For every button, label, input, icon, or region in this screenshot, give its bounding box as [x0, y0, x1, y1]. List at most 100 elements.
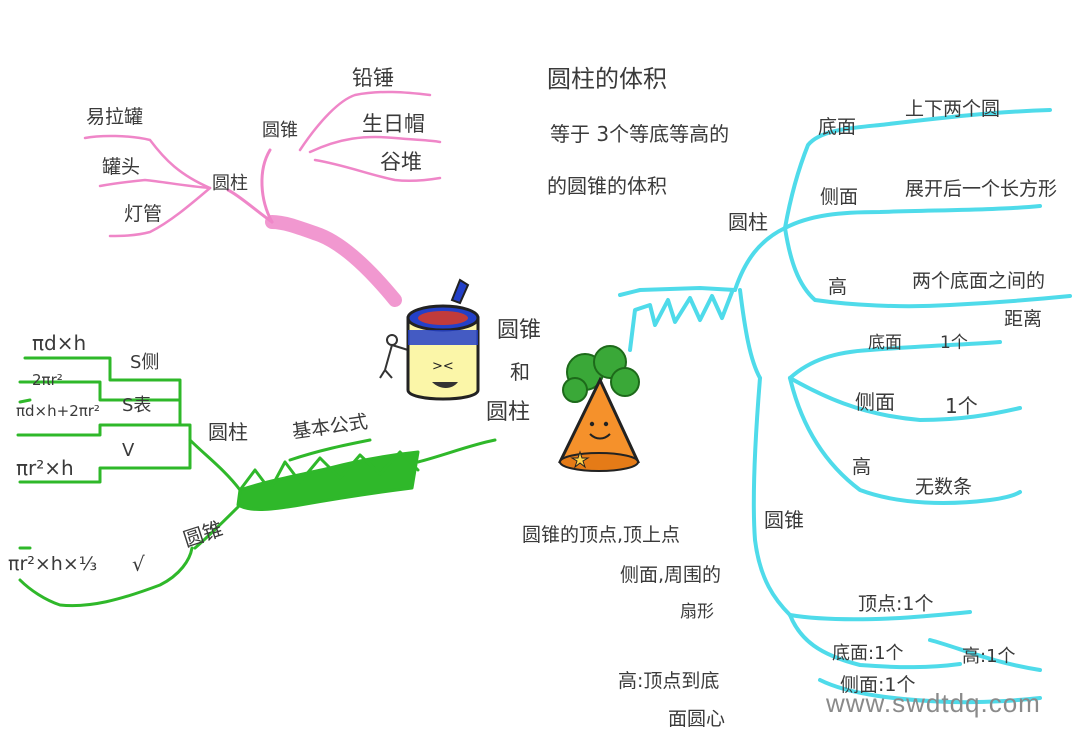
blue-cone-height-count: 无数条 — [915, 476, 973, 498]
can-band — [408, 330, 478, 345]
blue-cone-height — [788, 376, 1022, 505]
blue-cyl-base-label: 底面 — [818, 116, 857, 138]
pink-branch — [83, 90, 442, 307]
blue-cyl-side-label: 侧面 — [820, 186, 859, 208]
pink-twig-6 — [313, 158, 442, 183]
blue-cyl-height-desc-1: 两个底面之间的 — [912, 270, 1046, 292]
blue-cyl-height-label: 高 — [828, 276, 848, 298]
blue-link-center — [618, 286, 737, 297]
green-link-formula-root — [288, 438, 372, 462]
blue-zigzag — [628, 290, 734, 352]
cone-base — [559, 452, 639, 472]
tree-crown-3 — [610, 367, 640, 397]
pink-twig-2 — [98, 178, 212, 190]
green-cyl-formula-lines-2 — [16, 423, 182, 437]
can-mascot-icon: >< — [379, 278, 480, 401]
pink-cone-example-3: 谷堆 — [380, 150, 422, 174]
pink-cone-label: 圆锥 — [262, 120, 298, 141]
green-branch — [16, 356, 497, 608]
can-arm-2 — [384, 344, 393, 371]
pink-example-2: 罐头 — [102, 156, 141, 178]
blue-side-count: 侧面:1个 — [840, 674, 916, 696]
center-label-line1: 圆锥 — [497, 318, 542, 343]
cone-star — [570, 450, 590, 469]
cone-note-line3: 扇形 — [680, 602, 714, 622]
volume-note-line3: 的圆锥的体积 — [547, 174, 667, 198]
blue-height-count — [928, 638, 1042, 672]
blue-branch — [618, 108, 1072, 705]
blue-cone-side-label: 侧面 — [855, 390, 895, 414]
cone-note-line5: 面圆心 — [668, 708, 726, 730]
can-top-inner — [418, 311, 468, 325]
pink-twig-3 — [108, 186, 212, 238]
can-head — [386, 334, 398, 346]
blue-apex-label: 顶点:1个 — [858, 593, 934, 615]
blue-cylinder-label: 圆柱 — [728, 210, 768, 234]
volume-note-line2: 等于 3个等底等高的 — [550, 122, 730, 146]
green-formula-base-part: 2πr² — [32, 371, 63, 389]
blue-cone-label: 圆锥 — [764, 508, 804, 532]
pink-twig-5 — [308, 135, 442, 154]
blue-base-count: 底面:1个 — [832, 643, 904, 664]
green-formula-cyl-volume: πr²×h — [16, 456, 74, 480]
can-tab — [450, 278, 470, 305]
pink-example-3: 灯管 — [124, 203, 163, 225]
green-cylinder-label: 圆柱 — [208, 420, 248, 444]
blue-cone-height-label: 高 — [852, 456, 872, 478]
green-formula-surface: πd×h+2πr² — [16, 402, 100, 420]
blue-cone-base-label: 底面 — [868, 333, 902, 353]
pink-cylinder-label: 圆柱 — [212, 173, 248, 194]
cone-smile — [589, 433, 611, 440]
cone-tree-icon — [558, 345, 640, 472]
green-formula-cone-volume: πr²×h×⅓ — [8, 553, 98, 575]
green-link-cone — [193, 503, 242, 550]
volume-note-line1: 圆柱的体积 — [547, 65, 667, 93]
green-s-side-label: S侧 — [130, 352, 160, 373]
cone-note-line2: 侧面,周围的 — [620, 564, 722, 586]
green-formula-side: πd×h — [32, 331, 87, 355]
pink-cone-example-2: 生日帽 — [362, 112, 425, 136]
green-cyl-formula-lines — [18, 356, 192, 484]
cone-eye-2 — [603, 421, 609, 427]
pink-link-cylinder — [226, 188, 274, 224]
tree-crown-4 — [562, 377, 588, 403]
blue-side-count — [818, 678, 1042, 705]
green-link-to-center — [416, 438, 497, 464]
center-label-line3: 圆柱 — [486, 400, 531, 425]
green-link-cylinder — [188, 438, 242, 492]
green-zigzag-teeth — [238, 450, 420, 492]
pink-example-1: 易拉罐 — [86, 106, 144, 128]
green-v-label: V — [122, 440, 135, 461]
blue-cyl-side-desc: 展开后一个长方形 — [905, 178, 1058, 200]
can-leg — [379, 369, 386, 379]
can-arm — [391, 344, 409, 351]
watermark-text: www.swdtdq.com — [826, 688, 1041, 718]
blue-cone-base-count: 1个 — [940, 333, 968, 353]
blue-cone-side-count: 1个 — [945, 394, 978, 418]
cone-note-line4: 高:顶点到底 — [618, 670, 720, 692]
can-leg-2 — [384, 369, 393, 379]
cone-eye-1 — [589, 421, 595, 427]
pink-twig-4 — [298, 90, 432, 152]
can-mouth — [432, 382, 458, 388]
pink-trunk — [265, 215, 402, 307]
cone-note-line1: 圆锥的顶点,顶上点 — [522, 524, 681, 546]
green-s-surface-label: S表 — [122, 395, 152, 416]
center-label-line2: 和 — [510, 360, 530, 384]
blue-cone-side — [788, 376, 1022, 422]
pink-twig-1 — [83, 134, 212, 190]
blue-cyl-base — [783, 108, 1052, 230]
blue-base-count — [788, 613, 962, 670]
can-face: >< — [432, 359, 454, 374]
blue-cone-base — [788, 340, 1002, 380]
green-cone-formula-lines — [18, 546, 194, 608]
pink-link-cone — [260, 148, 274, 224]
blue-height-count: 高:1个 — [962, 646, 1016, 667]
blue-cyl-base-desc: 上下两个圆 — [905, 98, 1001, 120]
blue-main-spine — [733, 226, 792, 617]
green-cone-v-mark: √ — [132, 552, 145, 576]
blue-cyl-side — [783, 204, 1042, 230]
blue-cyl-height-desc-2: 距离 — [1004, 308, 1043, 330]
blue-cyl-height — [783, 226, 1072, 309]
